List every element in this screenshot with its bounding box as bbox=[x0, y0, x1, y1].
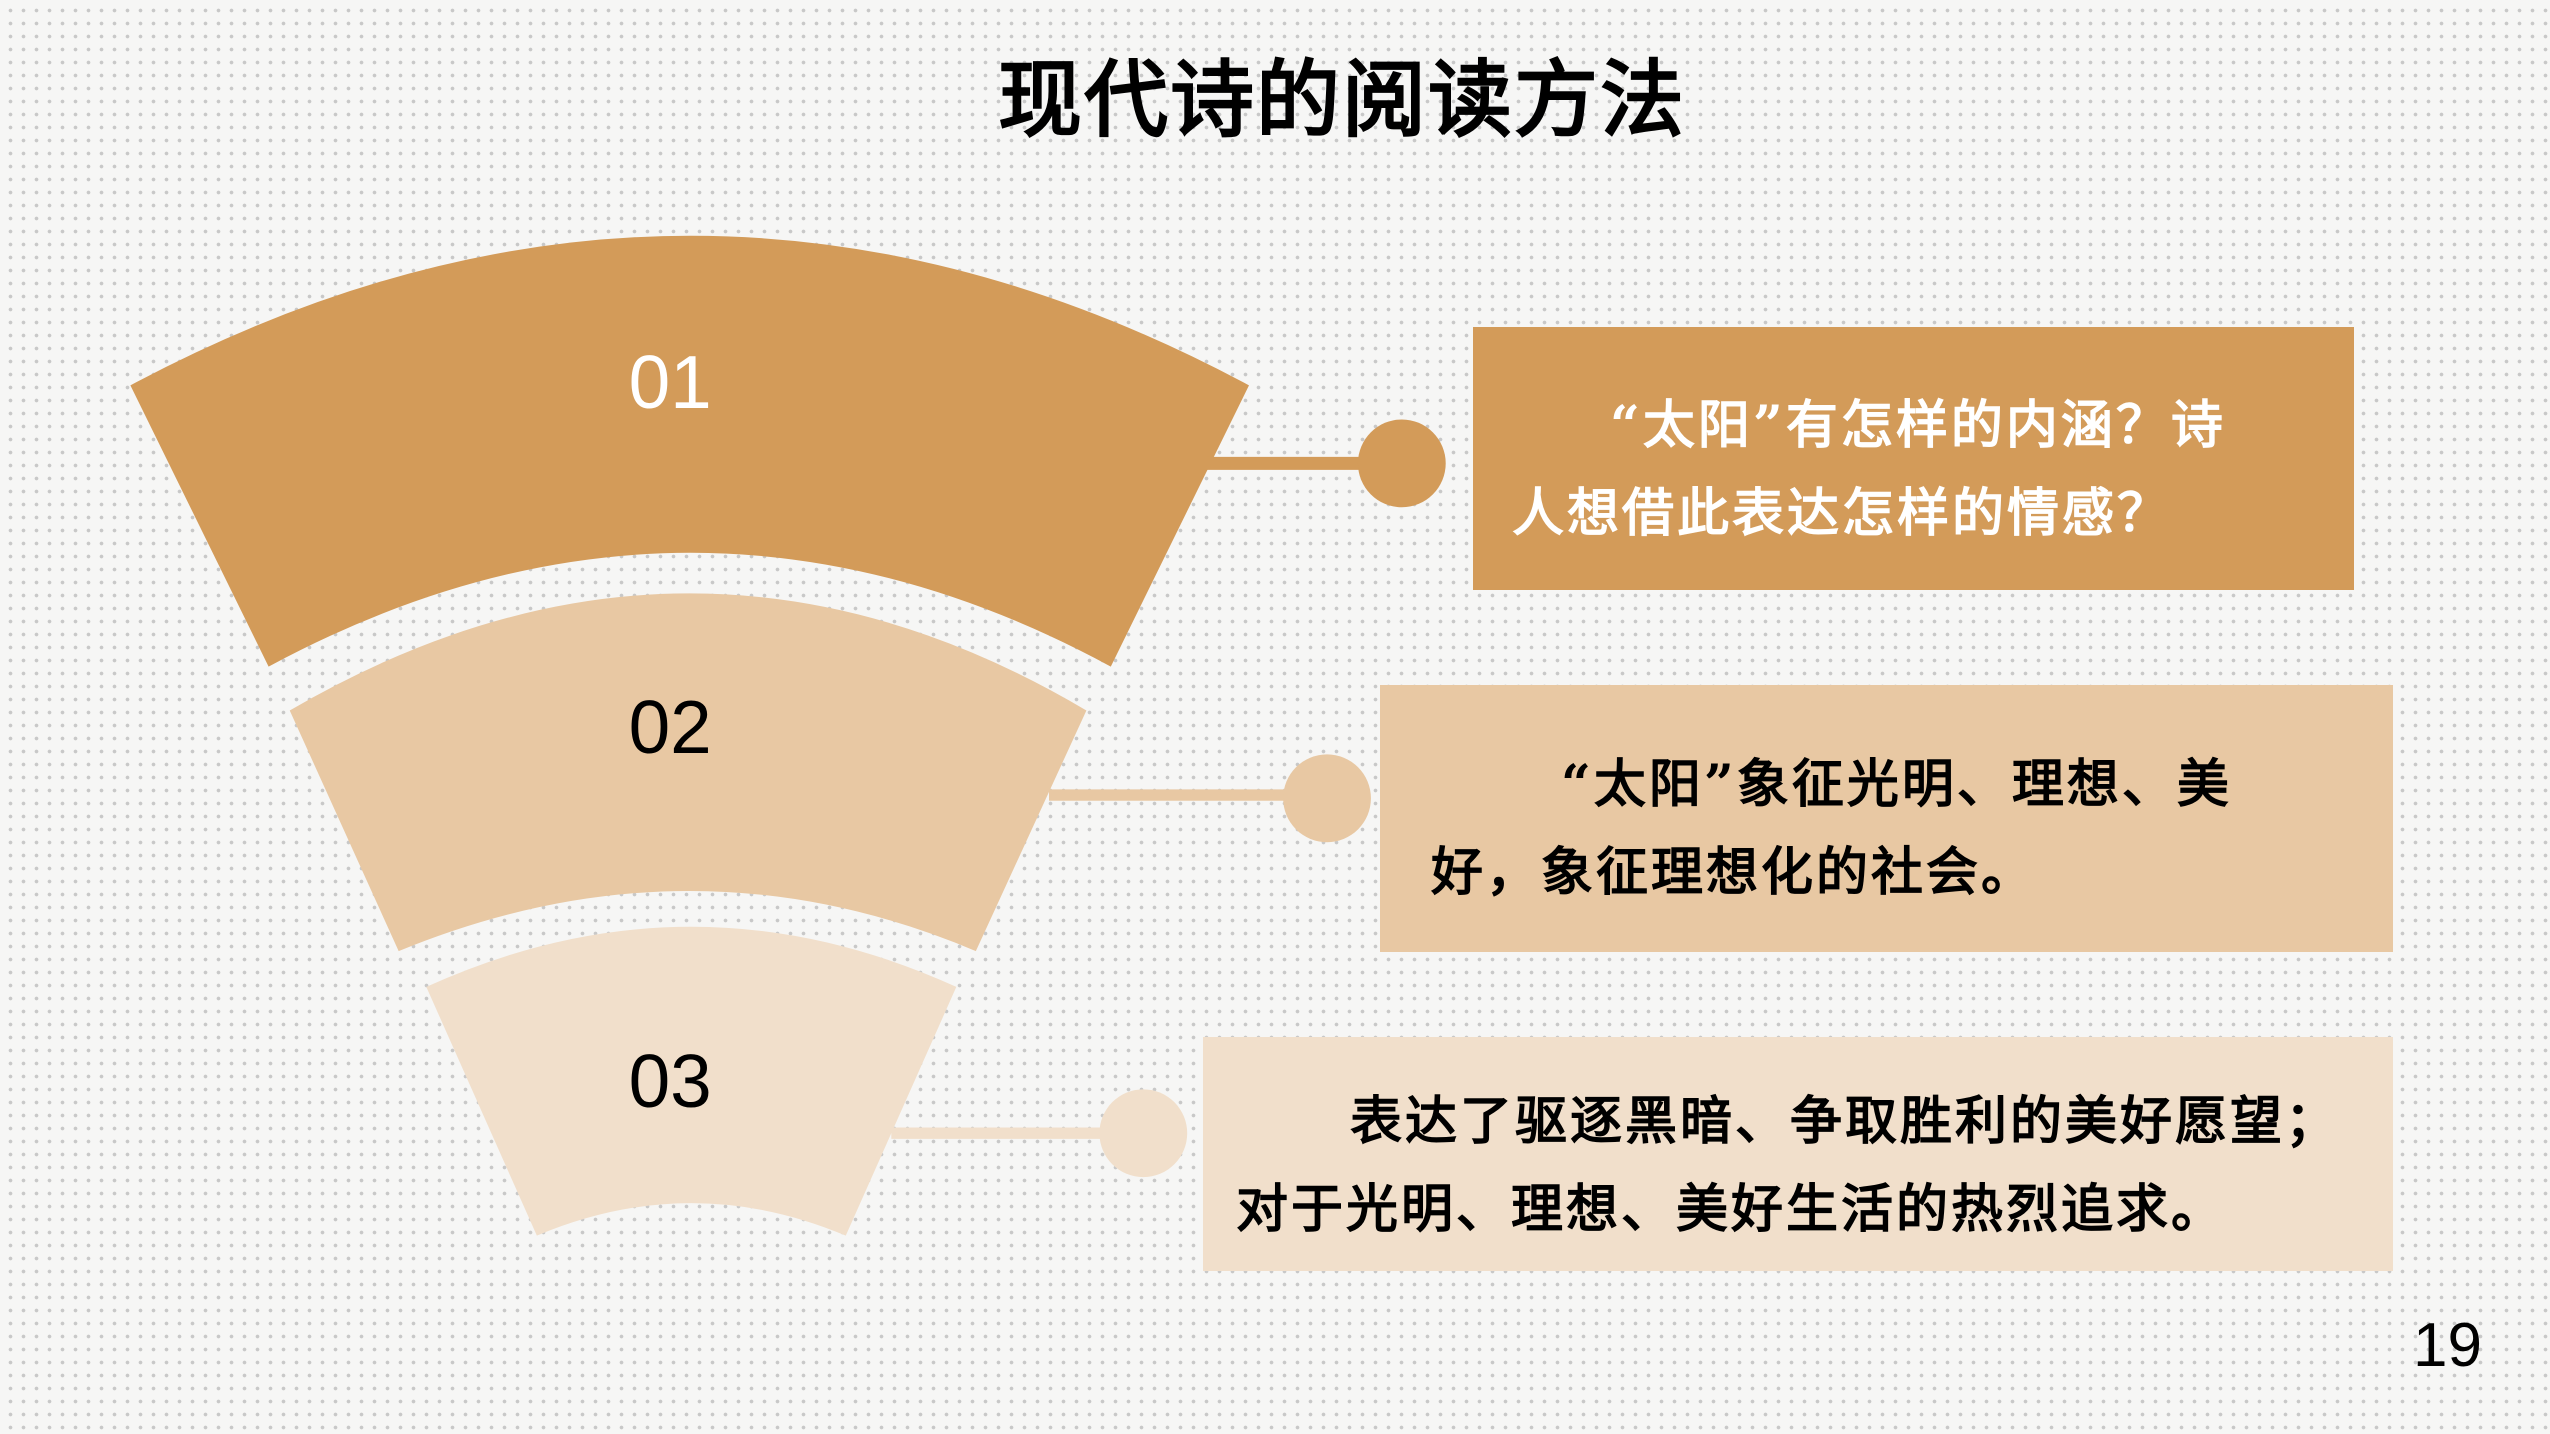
funnel-tier-3 bbox=[426, 926, 957, 1236]
step-3-line-2: 对于光明、理想、美好生活的热烈追求。 bbox=[1236, 1179, 2227, 1240]
tier-2-number: 02 bbox=[629, 685, 712, 769]
tier-3-number: 03 bbox=[629, 1039, 712, 1123]
funnel-tier-2 bbox=[289, 593, 1087, 952]
step-2-text-box: “太阳”象征光明、理想、美 好，象征理想化的社会。 bbox=[1380, 685, 2393, 952]
step-2-line-1: “太阳”象征光明、理想、美 bbox=[1561, 754, 2232, 815]
step-3-text-box: 表达了驱逐黑暗、争取胜利的美好愿望； 对于光明、理想、美好生活的热烈追求。 bbox=[1203, 1037, 2393, 1271]
slide-title: 现代诗的阅读方法 bbox=[997, 51, 1686, 149]
funnel-tier-1 bbox=[130, 235, 1249, 667]
step-1-line-1: “太阳”有怎样的内涵？诗 bbox=[1610, 395, 2226, 456]
connector-dot-3 bbox=[1099, 1089, 1188, 1178]
step-3-line-1: 表达了驱逐黑暗、争取胜利的美好愿望； bbox=[1350, 1091, 2341, 1152]
connector-dot-2 bbox=[1283, 754, 1371, 843]
step-1-line-2: 人想借此表达怎样的情感？ bbox=[1512, 483, 2173, 544]
step-1-text-box: “太阳”有怎样的内涵？诗 人想借此表达怎样的情感？ bbox=[1473, 327, 2354, 590]
page-number: 19 bbox=[2413, 1311, 2482, 1380]
tier-1-number: 01 bbox=[629, 340, 712, 424]
step-2-line-2: 好，象征理想化的社会。 bbox=[1431, 842, 2037, 903]
connector-dot-1 bbox=[1357, 419, 1446, 508]
